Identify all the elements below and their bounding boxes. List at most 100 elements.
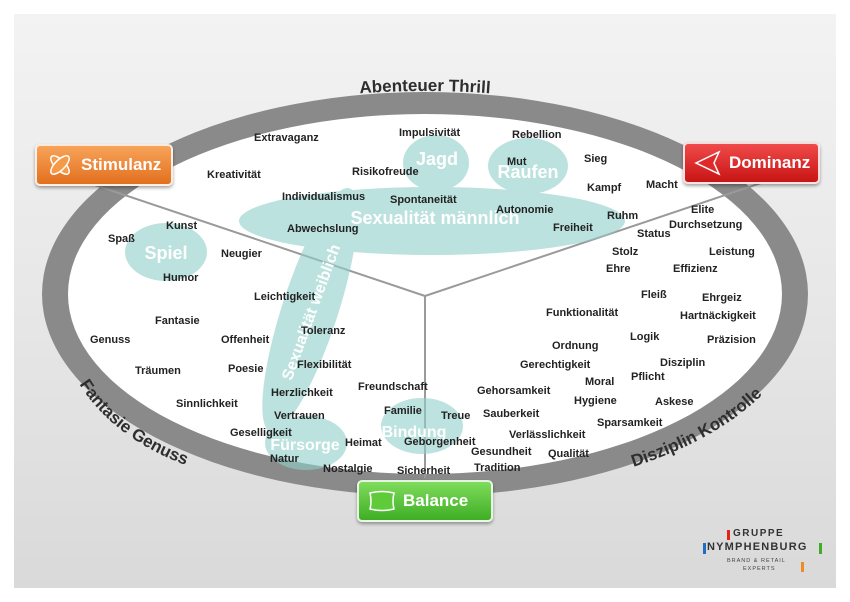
cluster-label-bindung: Bindung (382, 424, 447, 441)
logo-bar-green (819, 543, 822, 554)
balance-label: Balance (403, 491, 469, 510)
cluster-sexualitaet-weiblich (262, 187, 358, 433)
word: Status (637, 228, 671, 240)
stimulanz-label: Stimulanz (81, 155, 162, 174)
word: Spaß (108, 233, 135, 245)
stimulanz-icon (45, 150, 75, 180)
word: Rebellion (512, 129, 562, 141)
word: Gehorsamkeit (477, 385, 551, 397)
word: Askese (655, 396, 694, 408)
word: Träumen (135, 365, 181, 377)
word: Natur (270, 453, 299, 465)
word: Sicherheit (397, 465, 451, 477)
word: Impulsivität (399, 127, 460, 139)
word: Abwechslung (287, 223, 359, 235)
dominanz-icon (693, 148, 723, 178)
word: Nostalgie (323, 463, 373, 475)
word: Vertrauen (274, 410, 325, 422)
cluster-label-fuersorge: Fürsorge (270, 437, 339, 454)
inner-ellipse (68, 114, 782, 474)
word: Freiheit (553, 222, 593, 234)
word: Pflicht (631, 371, 665, 383)
word: Tradition (474, 462, 521, 474)
word: Fantasie (155, 315, 200, 327)
word: Humor (163, 272, 199, 284)
word: Toleranz (301, 325, 346, 337)
cluster-label-spiel: Spiel (144, 243, 187, 263)
word: Individualismus (282, 191, 365, 203)
word: Stolz (612, 246, 639, 258)
word: Sparsamkeit (597, 417, 663, 429)
logo-line-4: EXPERTS (743, 566, 776, 572)
word: Effizienz (673, 263, 718, 275)
word: Hartnäckigkeit (680, 310, 756, 322)
logo-bar-orange (801, 562, 804, 572)
word: Verlässlichkeit (509, 429, 586, 441)
logo-bar-red (727, 530, 730, 540)
word: Ehrgeiz (702, 292, 742, 304)
cluster-spiel (125, 223, 207, 281)
word: Sinnlichkeit (176, 398, 238, 410)
word: Autonomie (496, 204, 553, 216)
word: Leistung (709, 246, 755, 258)
word: Macht (646, 179, 678, 191)
word: Moral (585, 376, 614, 388)
cluster-label-sexualitaet-maennlich: Sexualität männlich (350, 208, 519, 228)
balance-icon (367, 486, 397, 516)
word: Poesie (228, 363, 263, 375)
word: Logik (630, 331, 660, 343)
stimulanz-button[interactable]: Stimulanz (35, 144, 173, 186)
word: Sauberkeit (483, 408, 540, 420)
cluster-jagd (403, 135, 469, 191)
segment-label-top: Abenteuer Thrill (359, 76, 491, 97)
word: Kampf (587, 182, 622, 194)
company-logo: GRUPPE NYMPHENBURG BRAND & RETAIL EXPERT… (703, 528, 823, 576)
word: Funktionalität (546, 307, 618, 319)
word: Herzlichkeit (271, 387, 333, 399)
word: Geborgenheit (404, 436, 476, 448)
word: Geselligkeit (230, 427, 292, 439)
divider-left (79, 179, 426, 297)
logo-bar-blue (703, 543, 706, 554)
logo-line-1: GRUPPE (733, 528, 785, 539)
word: Kreativität (207, 169, 261, 181)
word: Gerechtigkeit (520, 359, 591, 371)
word: Familie (384, 405, 422, 417)
word: Leichtigkeit (254, 291, 315, 303)
logo-line-2: NYMPHENBURG (707, 541, 808, 553)
logo-line-3: BRAND & RETAIL (727, 558, 786, 564)
cluster-raufen (488, 138, 568, 194)
word: Mut (507, 156, 527, 168)
word: Treue (441, 410, 470, 422)
balance-button[interactable]: Balance (357, 480, 493, 522)
word: Risikofreude (352, 166, 419, 178)
cluster-label-jagd: Jagd (416, 149, 458, 169)
word: Offenheit (221, 334, 270, 346)
word: Ordnung (552, 340, 598, 352)
word: Gesundheit (471, 446, 532, 458)
word: Genuss (90, 334, 130, 346)
word: Ehre (606, 263, 630, 275)
word: Elite (691, 204, 714, 216)
word: Sieg (584, 153, 607, 165)
word: Flexibilität (297, 359, 352, 371)
cluster-label-raufen: Raufen (497, 162, 558, 182)
word: Heimat (345, 437, 382, 449)
word: Qualität (548, 448, 589, 460)
word: Disziplin (660, 357, 706, 369)
word: Spontaneität (390, 194, 457, 206)
word: Präzision (707, 334, 756, 346)
word: Fleiß (641, 289, 667, 301)
word: Neugier (221, 248, 263, 260)
cluster-fuersorge (265, 416, 347, 470)
cluster-bindung (381, 398, 463, 454)
word: Freundschaft (358, 381, 428, 393)
word: Extravaganz (254, 132, 319, 144)
dominanz-button[interactable]: Dominanz (683, 142, 820, 184)
word: Durchsetzung (669, 219, 742, 231)
word: Ruhm (607, 210, 638, 222)
word: Kunst (166, 220, 198, 232)
word: Hygiene (574, 395, 617, 407)
